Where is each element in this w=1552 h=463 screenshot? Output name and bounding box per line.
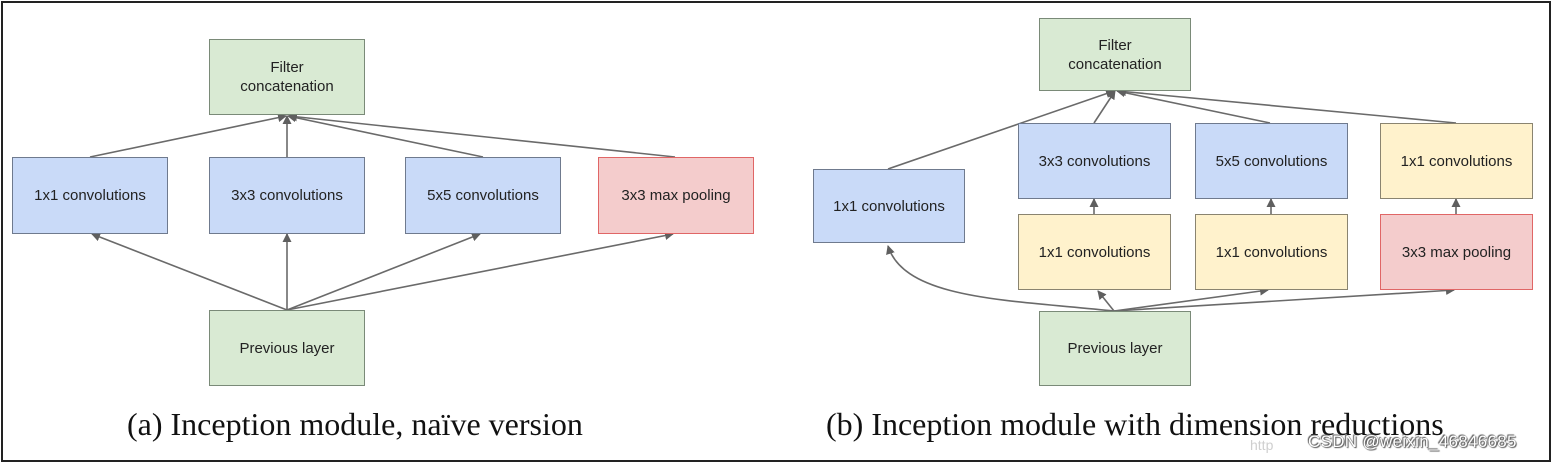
arrow-b-conv5-to-concat: [1116, 88, 1271, 124]
b-1x1-reduction-before-3x3: 1x1 convolutions: [1018, 214, 1171, 290]
b-1x1-convolutions-direct: 1x1 convolutions: [813, 169, 965, 243]
b-3x3-convolutions: 3x3 convolutions: [1018, 123, 1171, 199]
a-3x3-convolutions: 3x3 convolutions: [209, 157, 365, 234]
b-previous-layer: Previous layer: [1039, 311, 1191, 386]
arrow-b-prev-to-red2: [1113, 286, 1269, 312]
b-5x5-convolutions: 5x5 convolutions: [1195, 123, 1348, 199]
a-filter-concatenation: Filter concatenation: [209, 39, 365, 115]
b-1x1-convolutions-after-pool: 1x1 convolutions: [1380, 123, 1533, 199]
arrow-b-conv3-to-concat: [1093, 90, 1116, 124]
arrow-a-conv1-to-concat: [89, 113, 287, 158]
a-1x1-convolutions: 1x1 convolutions: [12, 157, 168, 234]
csdn-watermark: CSDN @weixin_46846685: [1308, 432, 1517, 451]
arrow-a-prev-to-pool: [286, 231, 674, 311]
arrow-a-pool-to-concat: [288, 112, 676, 158]
caption-a: (a) Inception module, naïve version: [127, 406, 583, 442]
caption-b: (b) Inception module with dimension redu…: [826, 406, 1444, 442]
arrow-a-prev-to-conv5: [286, 232, 481, 311]
arrow-b-prev-to-conv1: [886, 245, 1115, 312]
b-1x1-reduction-before-5x5: 1x1 convolutions: [1195, 214, 1348, 290]
arrow-a-prev-to-conv1: [91, 232, 288, 311]
watermark-faint-url: http: [1250, 437, 1274, 453]
a-5x5-convolutions: 5x5 convolutions: [405, 157, 561, 234]
a-3x3-max-pooling: 3x3 max pooling: [598, 157, 754, 234]
arrow-b-prev-to-red1: [1097, 290, 1115, 312]
arrow-b-conv1-to-concat: [887, 89, 1115, 170]
b-3x3-max-pooling: 3x3 max pooling: [1380, 214, 1533, 290]
arrow-a-conv5-to-concat: [287, 113, 484, 158]
arrow-b-prev-to-pool: [1113, 286, 1455, 312]
arrow-b-conv1r-to-concat: [1117, 87, 1457, 124]
a-previous-layer: Previous layer: [209, 310, 365, 386]
b-filter-concatenation: Filter concatenation: [1039, 18, 1191, 91]
